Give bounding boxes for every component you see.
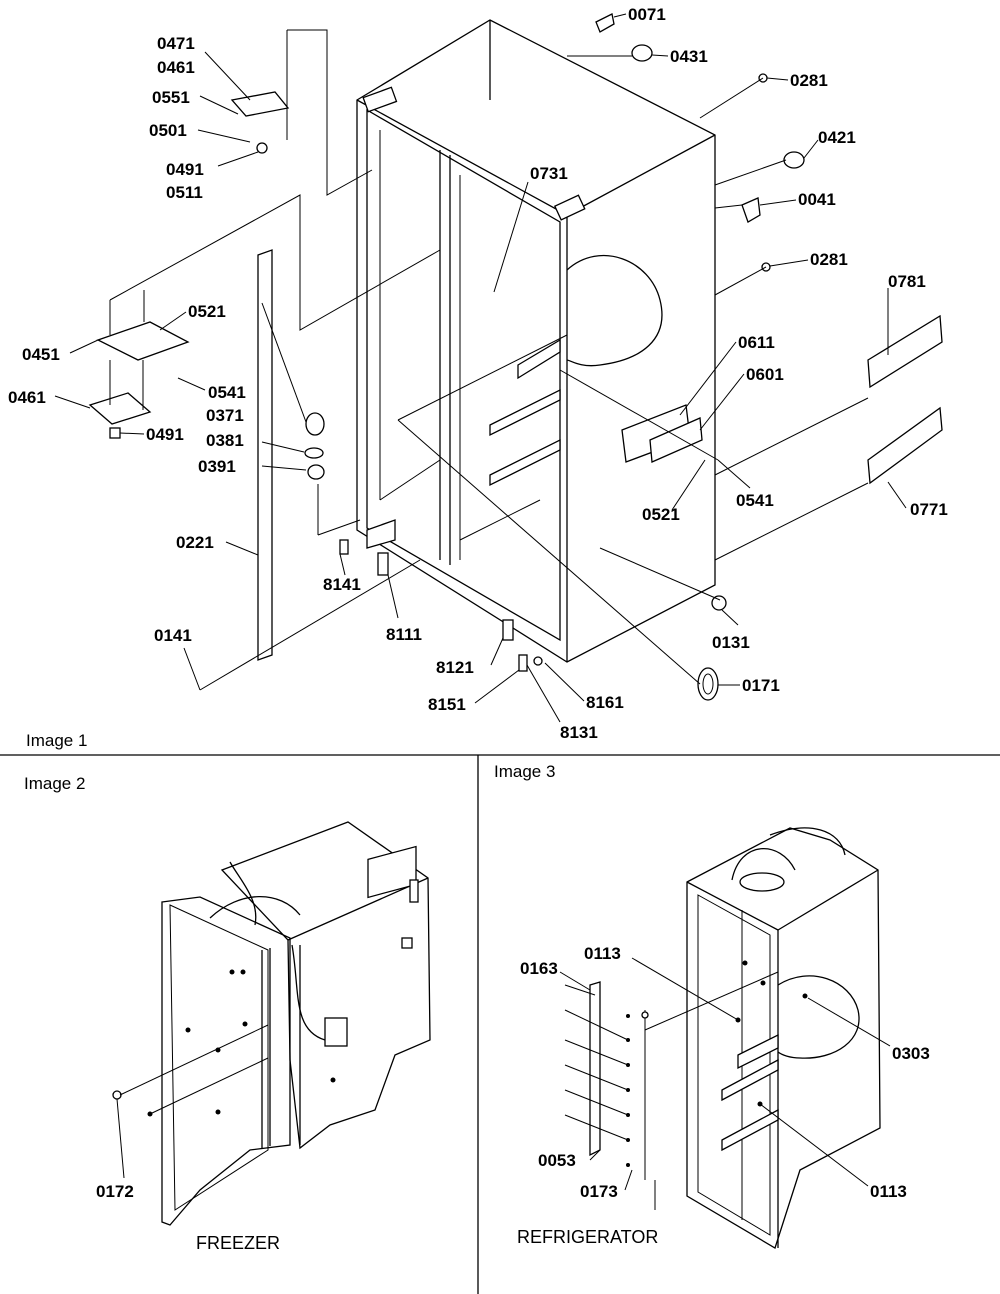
part-label-0541-rear: 0541 bbox=[736, 491, 774, 510]
part-label-0491-top: 0491 bbox=[166, 160, 204, 179]
part-label-0501: 0501 bbox=[149, 121, 187, 140]
part-label-0173: 0173 bbox=[580, 1182, 618, 1201]
part-label-0381: 0381 bbox=[206, 431, 244, 450]
part-label-0461-bottom: 0461 bbox=[8, 388, 46, 407]
part-label-0451: 0451 bbox=[22, 345, 60, 364]
part-label-0171: 0171 bbox=[742, 676, 780, 695]
part-label-8141: 8141 bbox=[323, 575, 361, 594]
part-label-0471: 0471 bbox=[157, 34, 195, 53]
part-label-0041: 0041 bbox=[798, 190, 836, 209]
part-label-0511: 0511 bbox=[166, 183, 203, 202]
part-label-0491-bottom: 0491 bbox=[146, 425, 184, 444]
panel-caption-image1: Image 1 bbox=[26, 731, 87, 750]
part-label-0541-hinge: 0541 bbox=[208, 383, 246, 402]
refrigerator-view: Image 3 bbox=[494, 762, 930, 1249]
part-label-8121: 8121 bbox=[436, 658, 474, 677]
part-label-0601: 0601 bbox=[746, 365, 784, 384]
leader-lines-image1 bbox=[54, 13, 907, 723]
panel-caption-image3: Image 3 bbox=[494, 762, 555, 781]
part-label-0731: 0731 bbox=[530, 164, 568, 183]
part-labels-image1: 0071 0431 0281 0421 0041 0281 0781 0771 … bbox=[8, 5, 948, 750]
part-label-0521-rear: 0521 bbox=[642, 505, 680, 524]
part-label-0113-bottom: 0113 bbox=[870, 1182, 907, 1201]
part-label-0113-top: 0113 bbox=[584, 944, 621, 963]
part-label-0611: 0611 bbox=[738, 333, 775, 352]
part-label-0391: 0391 bbox=[198, 457, 236, 476]
part-label-8161: 8161 bbox=[586, 693, 624, 712]
part-label-8131: 8131 bbox=[560, 723, 598, 742]
part-label-0551: 0551 bbox=[152, 88, 190, 107]
part-label-0461-top: 0461 bbox=[157, 58, 195, 77]
part-label-0771: 0771 bbox=[910, 500, 948, 519]
part-label-0781: 0781 bbox=[888, 272, 926, 291]
freezer-caption: FREEZER bbox=[196, 1233, 280, 1253]
panel-dividers bbox=[0, 754, 1000, 1294]
part-label-0053: 0053 bbox=[538, 1151, 576, 1170]
part-label-0071: 0071 bbox=[628, 5, 666, 24]
part-label-0163: 0163 bbox=[520, 959, 558, 978]
part-label-0221: 0221 bbox=[176, 533, 214, 552]
part-label-0281-side: 0281 bbox=[810, 250, 848, 269]
part-label-0141: 0141 bbox=[154, 626, 192, 645]
refrigerator-caption: REFRIGERATOR bbox=[517, 1227, 658, 1247]
part-label-0371: 0371 bbox=[206, 406, 244, 425]
part-label-0131: 0131 bbox=[712, 633, 750, 652]
part-label-0421: 0421 bbox=[818, 128, 856, 147]
part-label-8111: 8111 bbox=[386, 625, 422, 644]
cabinet-exploded-view bbox=[88, 13, 943, 701]
part-label-0521-hinge: 0521 bbox=[188, 302, 226, 321]
part-label-0431: 0431 bbox=[670, 47, 708, 66]
part-label-0303: 0303 bbox=[892, 1044, 930, 1063]
part-label-0172: 0172 bbox=[96, 1182, 134, 1201]
freezer-view: Image 2 0172 FREEZER bbox=[24, 774, 431, 1253]
part-label-8151: 8151 bbox=[428, 695, 466, 714]
panel-caption-image2: Image 2 bbox=[24, 774, 85, 793]
part-label-0281-top: 0281 bbox=[790, 71, 828, 90]
